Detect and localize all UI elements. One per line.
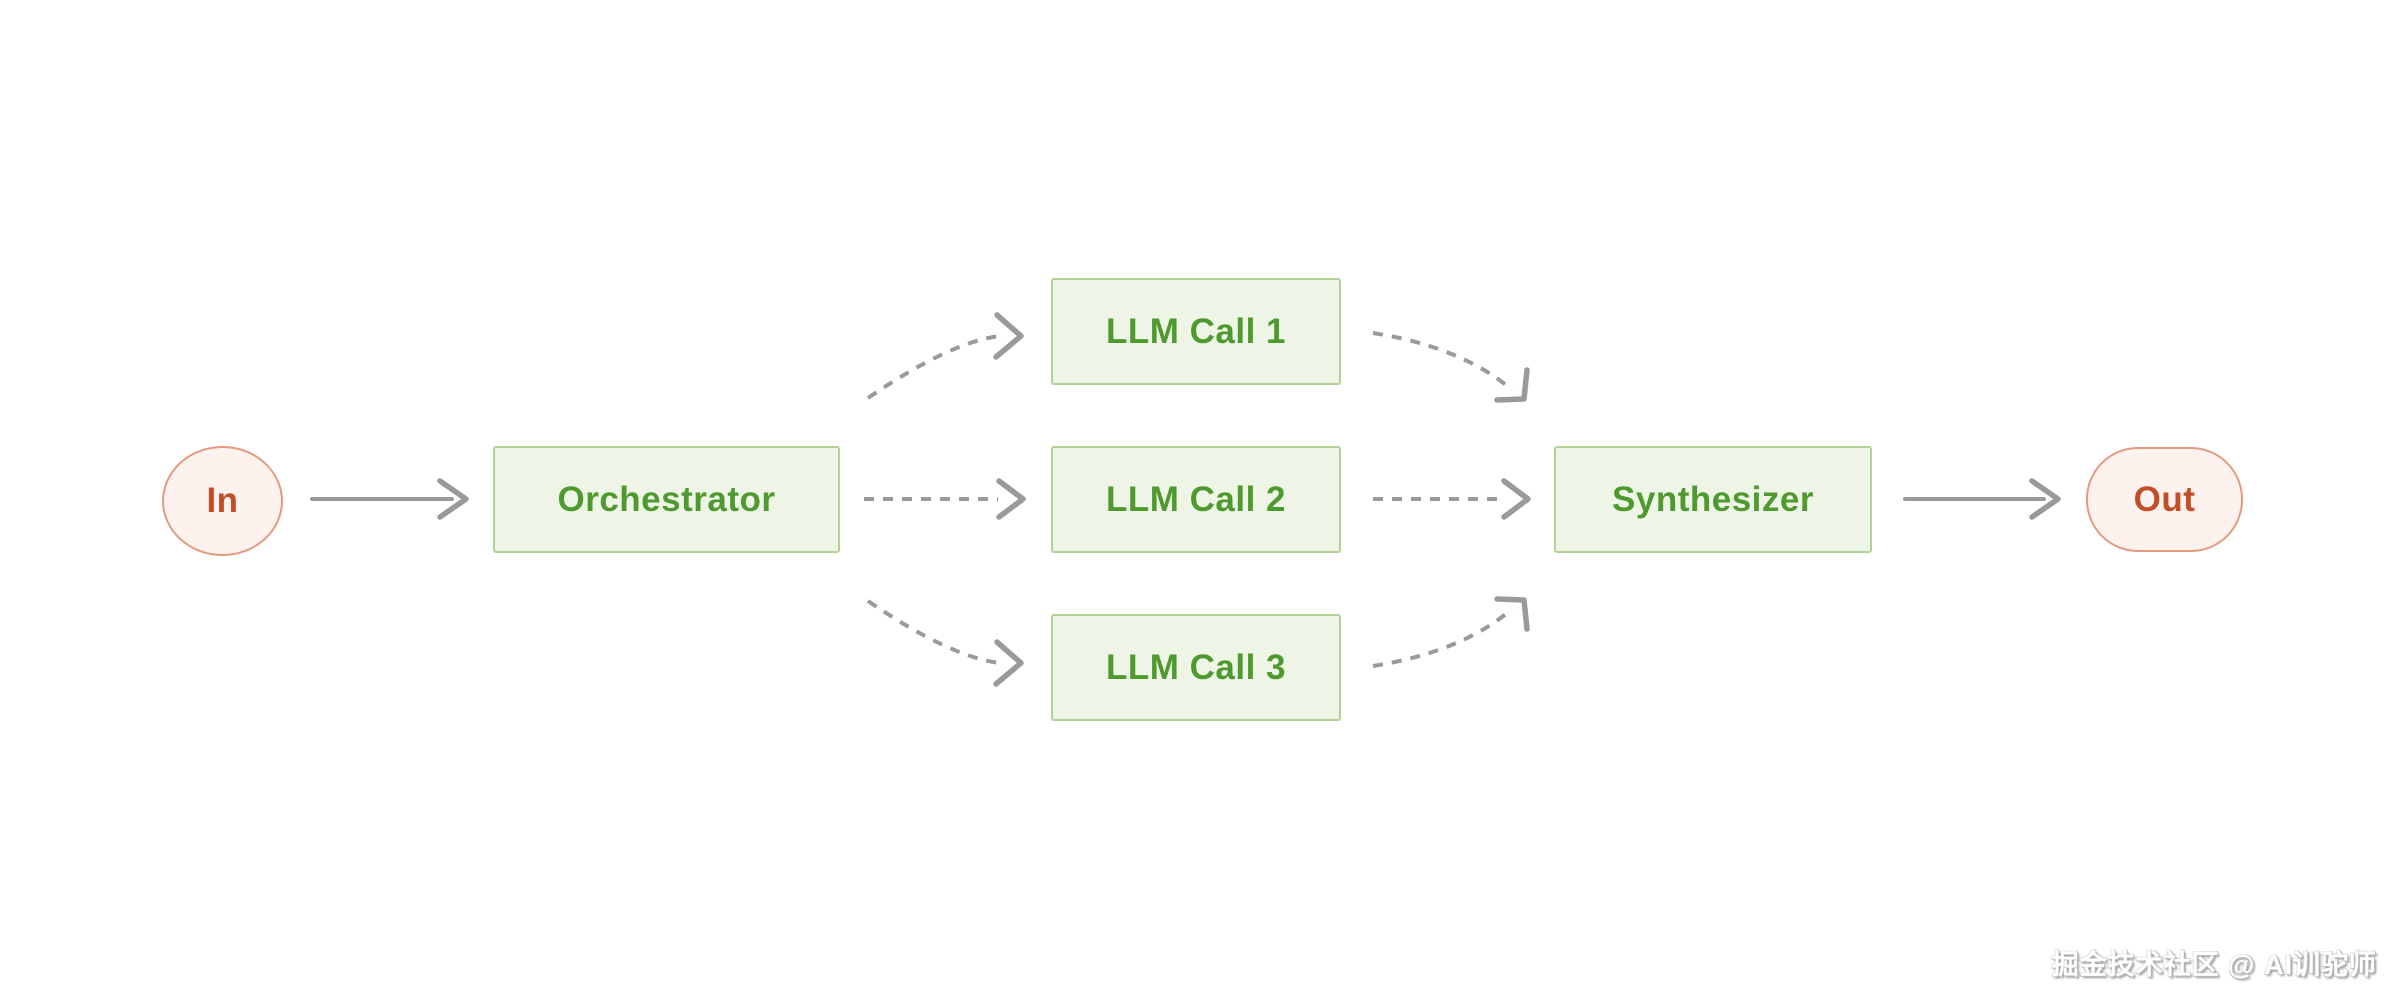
node-out: Out xyxy=(2086,447,2243,552)
edge-llm2-synthesizer xyxy=(1373,478,1531,520)
edge-orchestrator-llm2 xyxy=(864,478,1026,520)
node-out-label: Out xyxy=(2133,479,2196,519)
edge-orchestrator-llm1 xyxy=(866,312,1024,400)
node-llm-call-1: LLM Call 1 xyxy=(1051,278,1341,385)
node-llm-call-2-label: LLM Call 2 xyxy=(1105,479,1287,519)
node-llm-call-1-label: LLM Call 1 xyxy=(1105,311,1287,351)
node-orchestrator: Orchestrator xyxy=(493,446,840,553)
watermark: 掘金技术社区 @ AI训驼师 xyxy=(2051,950,2377,980)
node-orchestrator-label: Orchestrator xyxy=(557,479,776,519)
node-llm-call-2: LLM Call 2 xyxy=(1051,446,1341,553)
node-llm-call-3: LLM Call 3 xyxy=(1051,614,1341,721)
node-llm-call-3-label: LLM Call 3 xyxy=(1105,647,1287,687)
node-synthesizer-label: Synthesizer xyxy=(1612,479,1814,519)
edge-in-orchestrator xyxy=(310,478,469,520)
node-in-label: In xyxy=(206,481,239,520)
node-in: In xyxy=(162,446,283,556)
edge-llm3-synthesizer xyxy=(1372,596,1530,668)
node-synthesizer: Synthesizer xyxy=(1554,446,1872,553)
edge-synthesizer-out xyxy=(1903,478,2061,520)
edge-llm1-synthesizer xyxy=(1372,331,1530,403)
edge-orchestrator-llm3 xyxy=(866,599,1024,687)
